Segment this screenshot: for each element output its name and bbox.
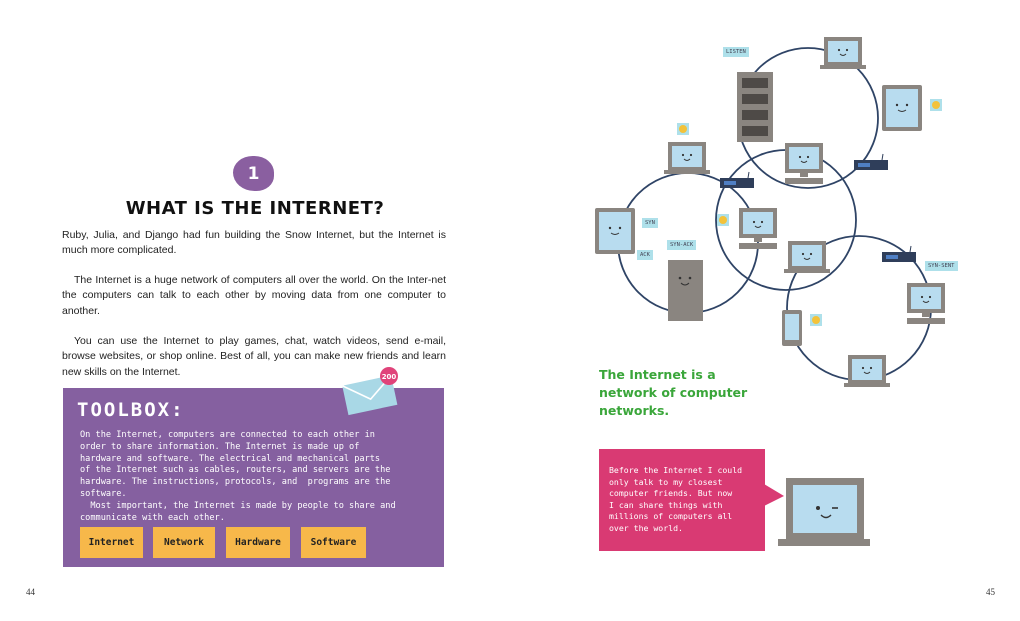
laptop-character-icon: [778, 478, 870, 546]
network-diagram: [594, 36, 946, 388]
toolbox-text: On the Internet, computers are connected…: [80, 430, 396, 523]
paragraph-network: The Internet is a huge network of comput…: [62, 274, 446, 317]
emoji-icon: [677, 123, 689, 135]
tag-network: Network: [153, 527, 215, 558]
page-number-right: 45: [986, 587, 995, 597]
label-listen: LISTEN: [723, 47, 749, 57]
label-syn-sent: SYN-SENT: [925, 261, 958, 271]
router-icon: [719, 171, 755, 189]
phone-icon: [782, 310, 802, 346]
page-number-left: 44: [26, 587, 35, 597]
tablet-icon: [594, 207, 636, 255]
emoji-icon: [930, 99, 942, 111]
paragraph-uses: You can use the Internet to play games, …: [62, 335, 446, 378]
label-syn-ack: SYN-ACK: [667, 240, 697, 250]
tag-internet: Internet: [80, 527, 143, 558]
speech-bubble-tail: [764, 484, 784, 506]
laptop-icon: [783, 240, 831, 274]
tablet-icon: [881, 84, 923, 132]
laptop-icon: [843, 354, 891, 388]
envelope-badge-label: 200: [382, 373, 397, 381]
toolbox-title: TOOLBOX:: [77, 399, 185, 421]
envelope-icon: 200: [341, 367, 398, 416]
speech-bubble-text: Before the Internet I could only talk to…: [609, 465, 743, 533]
emoji-icon: [810, 314, 822, 326]
toolbox-panel: TOOLBOX: On the Internet, computers are …: [63, 388, 444, 567]
envelope-badge: [380, 367, 398, 385]
desktop-icon: [784, 142, 824, 185]
chapter-number-badge: 1: [233, 156, 274, 191]
tag-hardware: Hardware: [226, 527, 290, 558]
speech-bubble: Before the Internet I could only talk to…: [599, 449, 765, 551]
laptop-icon: [663, 141, 711, 175]
emoji-icon: [717, 214, 729, 226]
router-icon: [853, 153, 889, 171]
label-syn: SYN: [642, 218, 658, 228]
page-heading: WHAT IS THE INTERNET?: [125, 198, 385, 219]
label-ack: ACK: [637, 250, 653, 260]
tag-software: Software: [301, 527, 366, 558]
server-rack-icon: [737, 72, 773, 142]
laptop-icon: [819, 36, 867, 70]
desktop-icon: [906, 282, 946, 325]
paragraph-intro: Ruby, Julia, and Django had fun building…: [62, 229, 446, 257]
tower-server-icon: [668, 260, 703, 321]
diagram-caption: The Internet is a network of computer ne…: [599, 367, 748, 418]
